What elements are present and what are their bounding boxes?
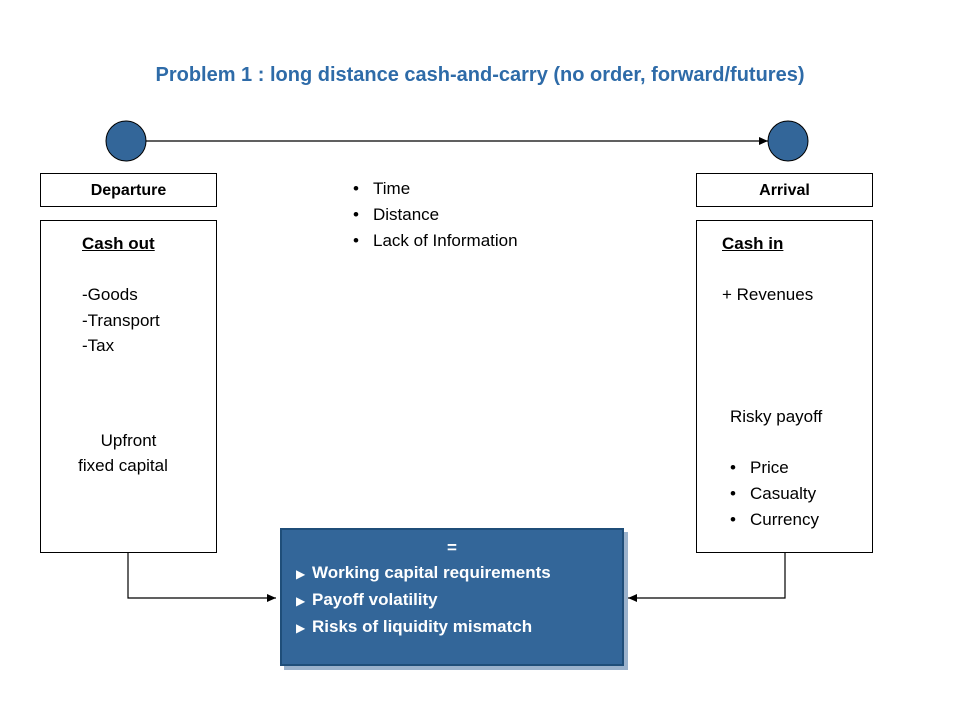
outcome-item: ▶ Payoff volatility [296, 587, 622, 614]
risk-casualty: Casualty [730, 481, 819, 507]
risk-list: Price Casualty Currency [730, 455, 819, 533]
upfront-line2: fixed capital [78, 456, 168, 475]
departure-connector [127, 553, 276, 602]
factor-information: Lack of Information [353, 228, 518, 254]
risk-currency: Currency [730, 507, 819, 533]
outcome-item: ▶ Risks of liquidity mismatch [296, 614, 622, 641]
cash-out-heading: Cash out [82, 234, 155, 253]
arrival-connector [628, 553, 786, 602]
outcome-box: = ▶ Working capital requirements ▶ Payoff … [280, 528, 624, 666]
outcome-item-label: Working capital requirements [312, 563, 551, 582]
equals-sign: = [447, 538, 457, 557]
triangle-right-icon: ▶ [296, 567, 306, 581]
arrival-label: Arrival [696, 173, 873, 207]
risk-price: Price [730, 455, 819, 481]
cash-in-heading: Cash in [722, 234, 784, 253]
revenues-item: + Revenues [722, 285, 814, 304]
outcome-list: ▶ Working capital requirements ▶ Payoff vo… [282, 560, 622, 641]
outcome-item: ▶ Working capital requirements [296, 560, 622, 587]
arrival-node [767, 120, 809, 162]
outcome-item-label: Risks of liquidity mismatch [312, 617, 533, 636]
risky-payoff: Risky payoff [730, 407, 823, 426]
cost-item-goods: -Goods [82, 285, 138, 304]
outcome-item-label: Payoff volatility [312, 590, 438, 609]
page-title: Problem 1 : long distance cash-and-carry… [155, 64, 805, 86]
cost-item-tax: -Tax [82, 336, 115, 355]
departure-label: Departure [40, 173, 217, 207]
upfront-line1: Upfront [100, 431, 157, 450]
departure-node [105, 120, 147, 162]
factor-time: Time [353, 176, 518, 202]
departure-panel [40, 220, 217, 553]
triangle-right-icon: ▶ [296, 621, 306, 635]
cost-item-transport: -Transport [82, 311, 160, 330]
factor-list: Time Distance Lack of Information [353, 176, 518, 254]
factor-distance: Distance [353, 202, 518, 228]
triangle-right-icon: ▶ [296, 594, 306, 608]
